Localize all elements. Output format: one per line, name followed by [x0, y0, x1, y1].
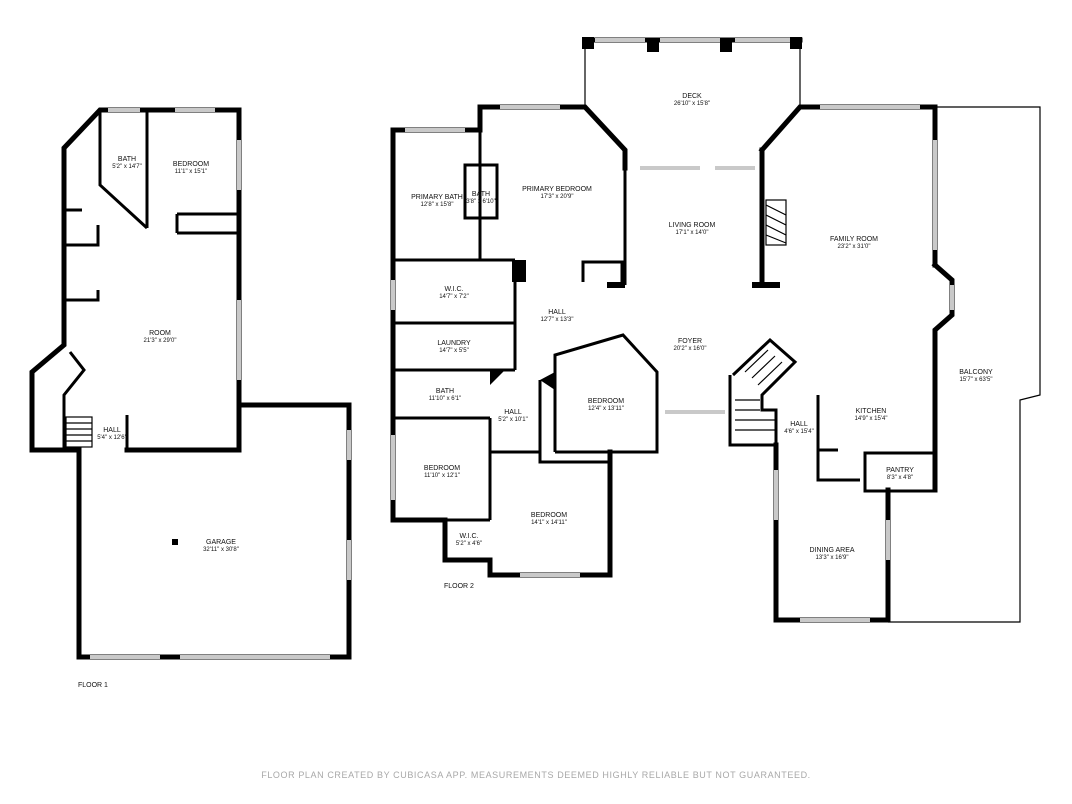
garage-post-marker: [172, 539, 178, 545]
label-f1-room: ROOM: [149, 330, 171, 337]
dim-primary-bath: 12'8" x 15'8": [421, 202, 454, 208]
label-living-room: LIVING ROOM: [669, 222, 716, 229]
footer-disclaimer: FLOOR PLAN CREATED BY CUBICASA APP. MEAS…: [261, 770, 811, 780]
dim-wic-1: 14'7" x 7'2": [439, 294, 469, 300]
dim-f1-room: 21'3" x 29'0": [144, 338, 177, 344]
label-bath-small: BATH: [472, 191, 490, 198]
dim-wic-2: 5'2" x 4'6": [456, 541, 482, 547]
label-deck: DECK: [682, 93, 702, 100]
dim-f1-garage: 32'11" x 30'8": [203, 547, 239, 553]
dim-bath-small: 3'8" x 6'10": [466, 199, 496, 205]
label-wic-2: W.I.C.: [459, 533, 478, 540]
dim-kitchen: 14'9" x 15'4": [855, 416, 888, 422]
floor-1-windows: [90, 108, 351, 659]
label-bath-2: BATH: [436, 388, 454, 395]
label-bedroom-c: BEDROOM: [531, 512, 567, 519]
label-bedroom-a: BEDROOM: [588, 398, 624, 405]
dim-living-room: 17'1" x 14'0": [676, 230, 709, 236]
label-wic-1: W.I.C.: [444, 286, 463, 293]
dim-f1-bath: 5'2" x 14'7": [112, 164, 142, 170]
label-hall-1: HALL: [548, 309, 566, 316]
label-f1-garage: GARAGE: [206, 539, 236, 546]
floor-1-walls: [29, 107, 352, 660]
dim-dining-area: 13'3" x 16'9": [816, 555, 849, 561]
label-f1-hall: HALL: [103, 427, 121, 434]
dim-bedroom-c: 14'1" x 14'11": [531, 520, 567, 526]
dim-hall-1: 12'7" x 13'3": [541, 317, 574, 323]
label-f1-bath: BATH: [118, 156, 136, 163]
dim-primary-bedroom: 17'3" x 20'9": [541, 194, 574, 200]
floor-2-walls: [390, 37, 1041, 623]
dim-deck: 26'10" x 15'8": [674, 101, 710, 107]
label-dining-area: DINING AREA: [809, 547, 854, 554]
dim-pantry: 8'3" x 4'8": [887, 475, 913, 481]
dim-foyer: 20'2" x 16'0": [674, 346, 707, 352]
label-laundry: LAUNDRY: [437, 340, 471, 347]
dim-hall-2: 5'2" x 10'1": [498, 417, 528, 423]
label-bedroom-b: BEDROOM: [424, 465, 460, 472]
floor-1-label: FLOOR 1: [78, 682, 108, 689]
floor-2-label: FLOOR 2: [444, 583, 474, 590]
label-primary-bedroom: PRIMARY BEDROOM: [522, 186, 592, 193]
dim-laundry: 14'7" x 5'5": [439, 348, 469, 354]
label-hall-3: HALL: [790, 421, 808, 428]
dim-balcony: 15'7" x 63'5": [960, 377, 993, 383]
label-hall-2: HALL: [504, 409, 522, 416]
dim-family-room: 23'2" x 31'0": [838, 244, 871, 250]
label-f1-bedroom: BEDROOM: [173, 161, 209, 168]
floor-2-windows: [391, 38, 954, 622]
dim-f1-bedroom: 11'1" x 15'1": [175, 169, 207, 175]
dim-bath-2: 11'10" x 6'1": [429, 396, 461, 402]
dim-hall-3: 4'6" x 15'4": [784, 429, 814, 435]
label-primary-bath: PRIMARY BATH: [411, 194, 463, 201]
label-foyer: FOYER: [678, 338, 702, 345]
dim-f1-hall: 5'4" x 12'6": [97, 435, 127, 441]
column-markers: [490, 37, 802, 390]
dim-bedroom-a: 12'4" x 13'11": [588, 406, 624, 412]
room-labels: BATH 5'2" x 14'7" BEDROOM 11'1" x 15'1" …: [97, 93, 993, 561]
label-family-room: FAMILY ROOM: [830, 236, 878, 243]
label-kitchen: KITCHEN: [856, 408, 887, 415]
dim-bedroom-b: 11'10" x 12'1": [424, 473, 460, 479]
label-balcony: BALCONY: [959, 369, 993, 376]
label-pantry: PANTRY: [886, 467, 914, 474]
